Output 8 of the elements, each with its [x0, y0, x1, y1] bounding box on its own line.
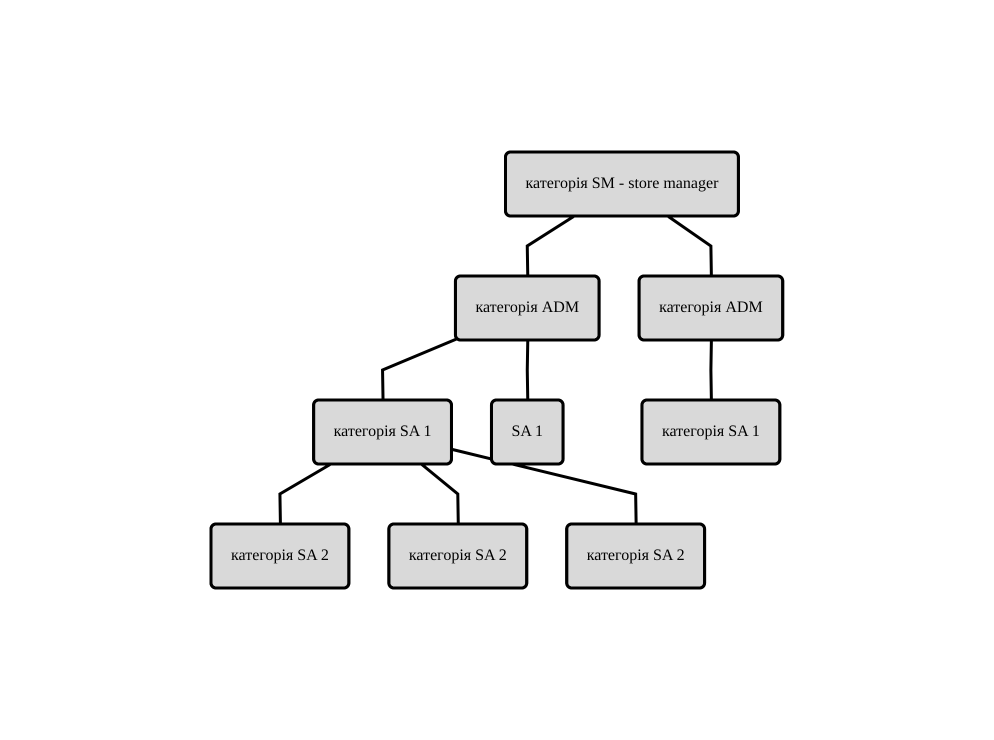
connector: [278, 463, 331, 525]
connector: [668, 215, 714, 277]
connector: [421, 463, 460, 525]
connector: [526, 215, 575, 277]
connector: [381, 337, 458, 401]
connector: [710, 340, 714, 401]
connector: [452, 448, 638, 525]
connector: [526, 340, 530, 401]
